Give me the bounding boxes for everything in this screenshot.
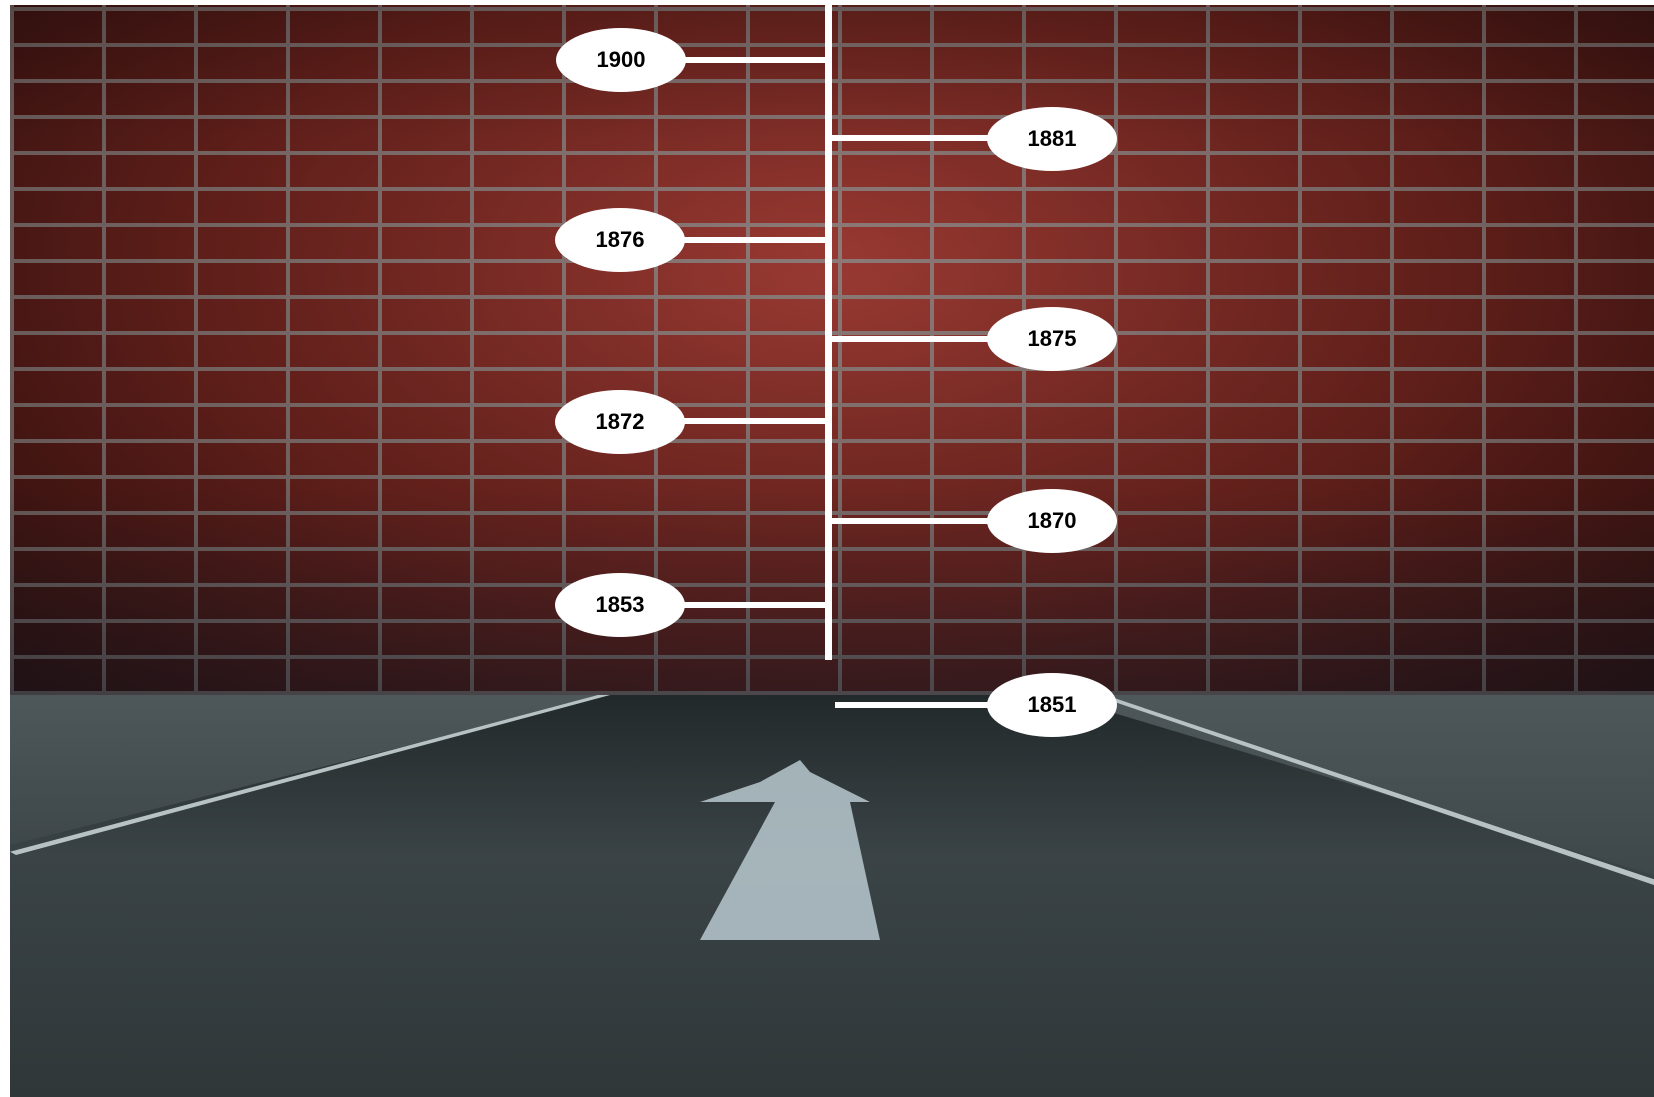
timeline-background-scene xyxy=(10,5,1654,1097)
year-label: 1853 xyxy=(596,592,645,618)
year-label: 1881 xyxy=(1028,126,1077,152)
timeline-axis xyxy=(825,0,832,660)
timeline-year-1876: 1876 xyxy=(555,208,685,272)
year-label: 1851 xyxy=(1028,692,1077,718)
timeline-year-1875: 1875 xyxy=(987,307,1117,371)
timeline-connector xyxy=(680,57,828,63)
year-label: 1872 xyxy=(596,409,645,435)
year-label: 1876 xyxy=(596,227,645,253)
timeline-year-1853: 1853 xyxy=(555,573,685,637)
timeline-connector xyxy=(680,418,828,424)
timeline-connector xyxy=(828,336,998,342)
timeline-year-1851: 1851 xyxy=(987,673,1117,737)
timeline-connector xyxy=(828,518,998,524)
year-label: 1870 xyxy=(1028,508,1077,534)
timeline-connector xyxy=(680,237,828,243)
timeline-year-1870: 1870 xyxy=(987,489,1117,553)
timeline-year-1881: 1881 xyxy=(987,107,1117,171)
wall-vignette xyxy=(10,5,1654,695)
timeline-connector xyxy=(835,702,998,708)
year-label: 1875 xyxy=(1028,326,1077,352)
timeline-year-1872: 1872 xyxy=(555,390,685,454)
timeline-connector xyxy=(680,602,828,608)
year-label: 1900 xyxy=(597,47,646,73)
timeline-year-1900: 1900 xyxy=(556,28,686,92)
timeline-connector xyxy=(828,135,998,141)
up-arrow-road-marking-icon xyxy=(700,760,930,960)
